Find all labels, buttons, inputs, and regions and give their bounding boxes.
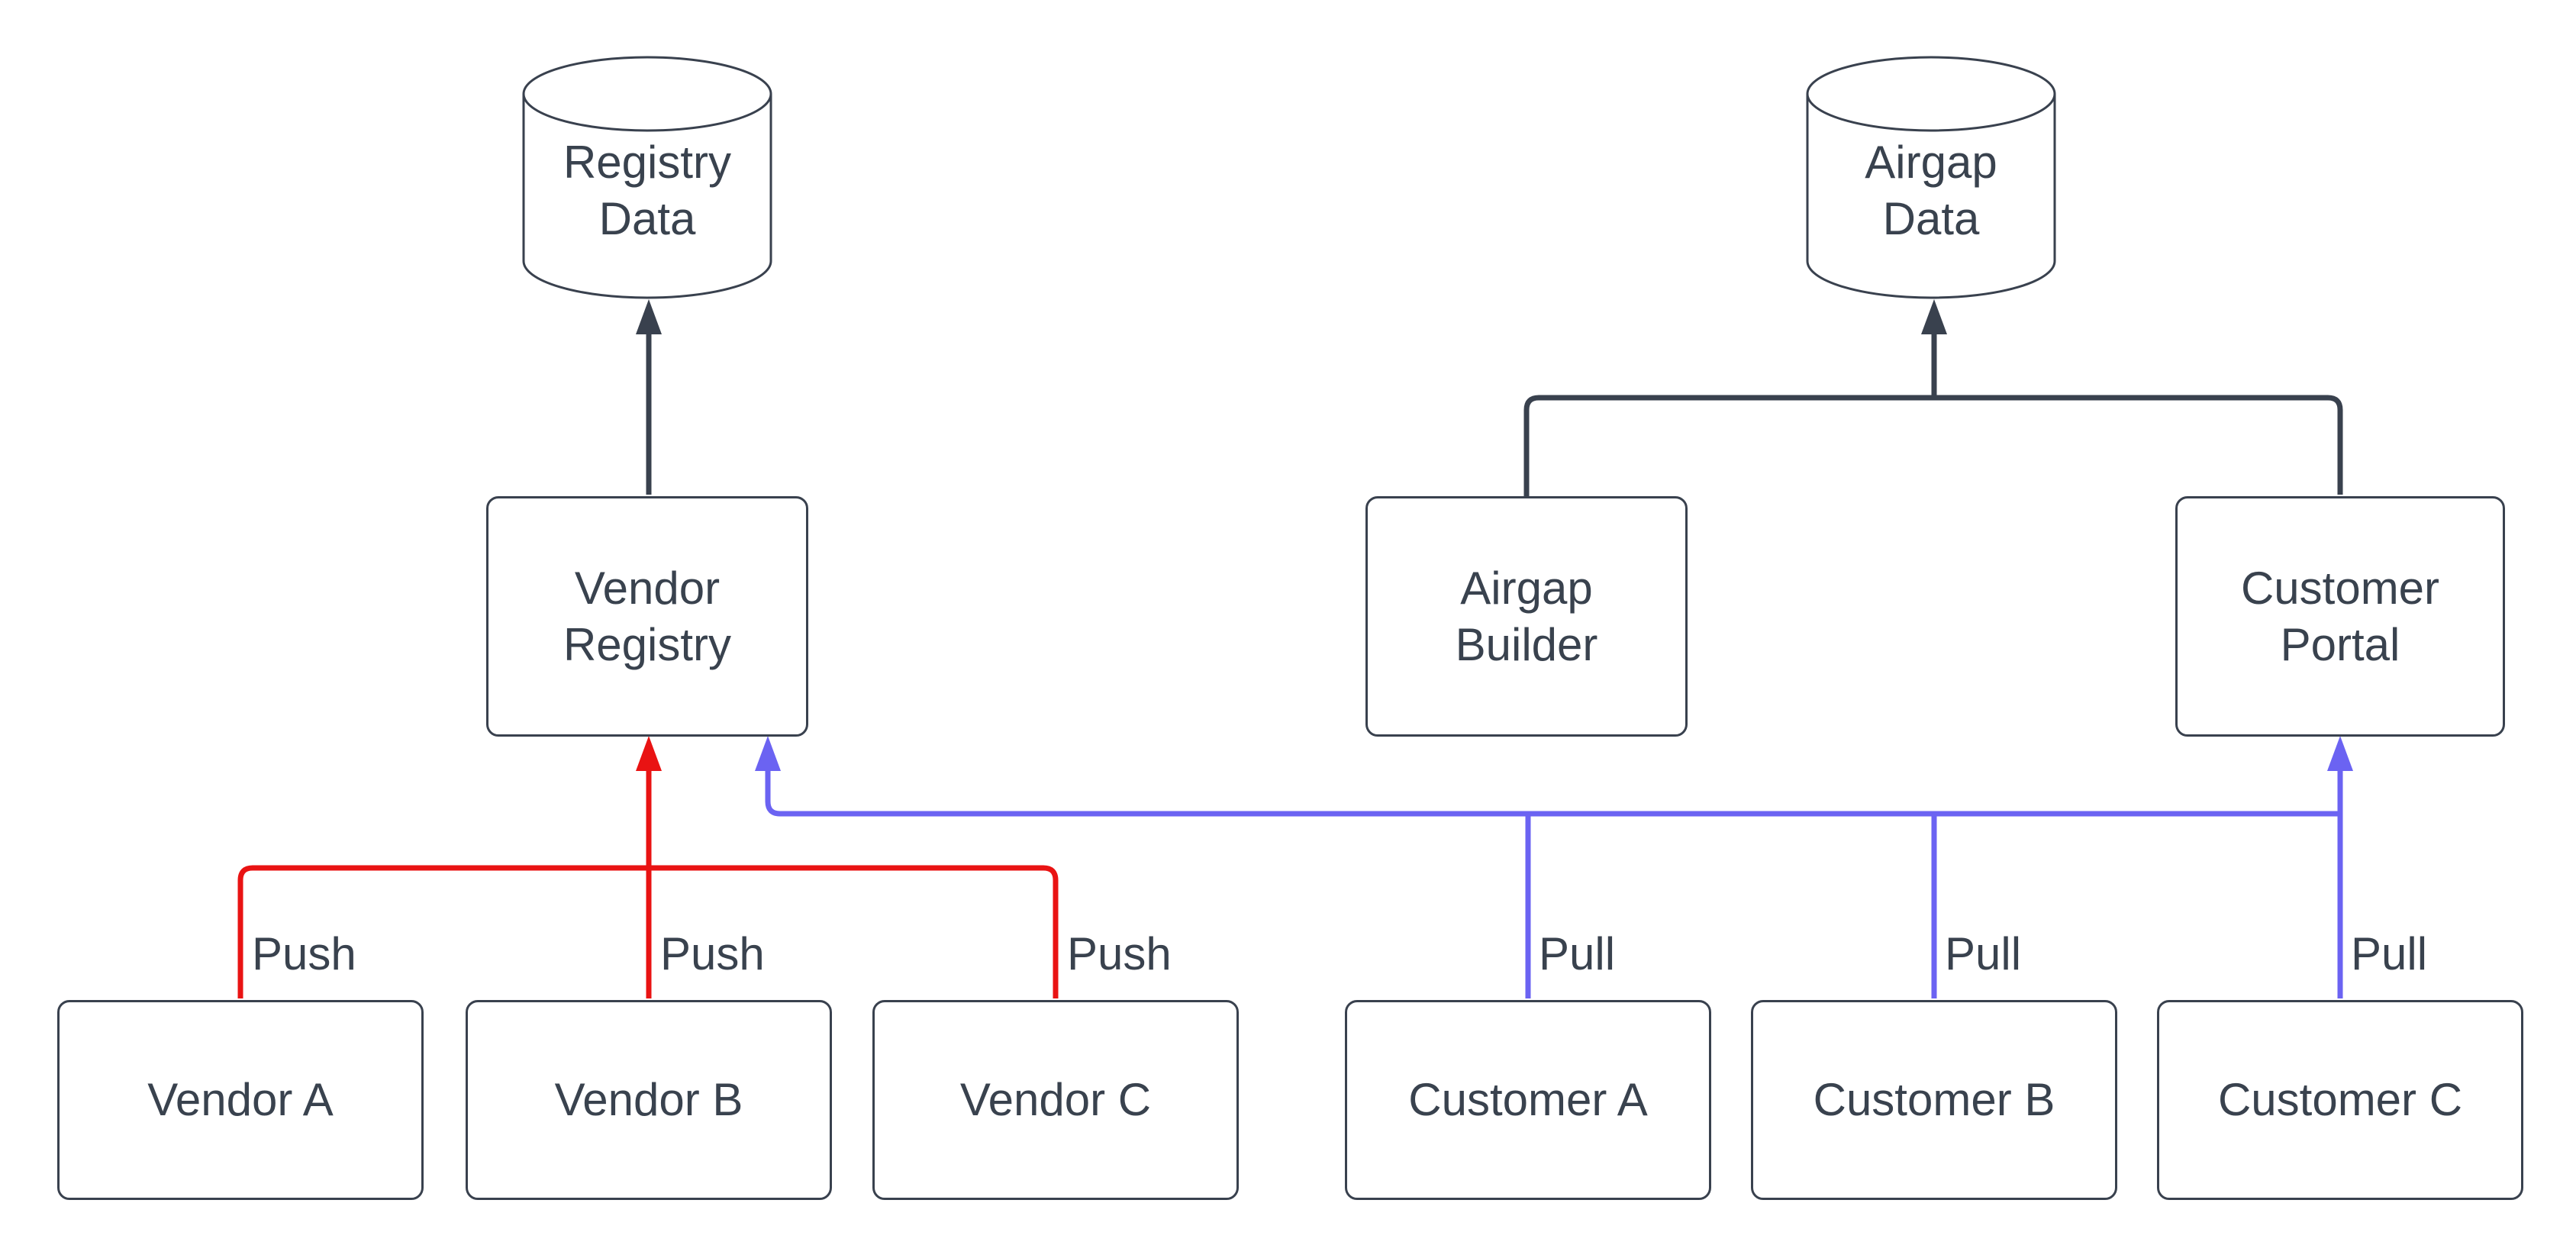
edge-label-pull-customer-b: Pull (1945, 928, 2022, 979)
datastore-registry-data (522, 56, 772, 299)
node-vendor-registry: Vendor Registry (486, 496, 808, 737)
edge-vendor-registry-to-registry-data (636, 299, 662, 495)
edge-label-push-vendor-a: Push (252, 928, 356, 979)
datastore-label-registry-data: Registry Data (563, 137, 732, 244)
edge-customers-pull-trunk (755, 736, 2353, 998)
arrowhead-up (1921, 299, 1947, 334)
edge-label-pull-customer-a: Pull (1539, 928, 1616, 979)
node-vendor-c: Vendor C (872, 1000, 1239, 1200)
node-vendor-a: Vendor A (57, 1000, 424, 1200)
node-customer-a: Customer A (1345, 1000, 1711, 1200)
edge-label-push-vendor-b: Push (660, 928, 765, 979)
datastore-airgap-data (1806, 56, 2056, 299)
arrowhead-up (636, 736, 662, 771)
edge-vendors-push-trunk (237, 736, 1059, 998)
node-vendor-b: Vendor B (466, 1000, 832, 1200)
arrowhead-up (2327, 736, 2353, 771)
node-customer-portal: Customer Portal (2175, 496, 2505, 737)
node-customer-b: Customer B (1751, 1000, 2117, 1200)
arrowhead-up (636, 299, 662, 334)
node-customer-c: Customer C (2157, 1000, 2523, 1200)
datastore-label-airgap-data: Airgap Data (1865, 137, 1997, 244)
arrowhead-up (755, 736, 781, 771)
node-airgap-builder: Airgap Builder (1365, 496, 1688, 737)
edge-label-pull-customer-c: Pull (2351, 928, 2428, 979)
edge-label-push-vendor-c: Push (1067, 928, 1172, 979)
edge-builder-portal-merge-to-airgap-data (1523, 299, 2343, 496)
